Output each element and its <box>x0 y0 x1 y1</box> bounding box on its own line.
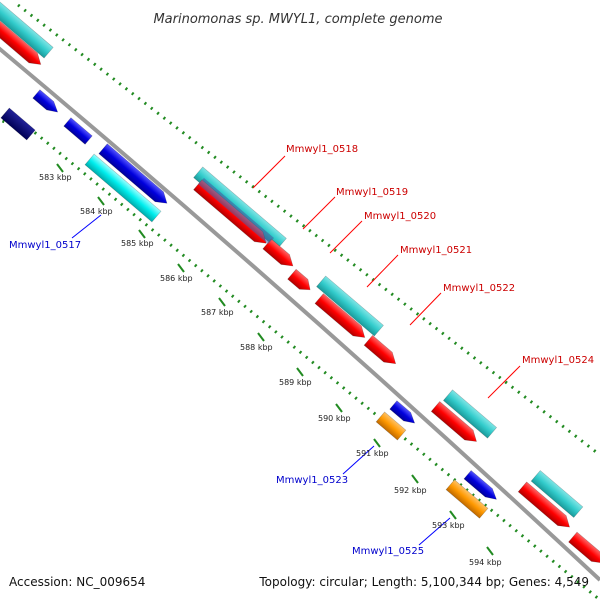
leader-line <box>418 517 451 546</box>
forward-gene-feature[interactable] <box>316 275 384 337</box>
tick-label: 594 kbp <box>469 558 502 567</box>
tick-mark <box>97 196 105 206</box>
gene-label-forward[interactable]: Mmwyl1_0522 <box>443 283 515 294</box>
forward-cds-arrow[interactable] <box>193 179 271 248</box>
reverse-gene-feature[interactable] <box>84 153 162 223</box>
reverse-cds-feature[interactable] <box>0 107 36 141</box>
tick-mark <box>335 403 343 413</box>
forward-cds-arrow-shape <box>314 293 366 338</box>
forward-gene-feature[interactable] <box>530 470 584 518</box>
forward-gene-feature[interactable] <box>442 389 498 439</box>
gene-label-forward[interactable]: Mmwyl1_0521 <box>400 245 472 256</box>
forward-cds-arrow-shape <box>262 238 294 267</box>
tick-mark <box>257 332 265 342</box>
reverse-cds-feature-shape <box>63 117 93 145</box>
tick-label: 590 kbp <box>318 414 351 423</box>
reverse-cds-feature-shape <box>0 107 36 141</box>
forward-cds-arrow-shape <box>568 531 600 564</box>
reverse-orange-feature-shape <box>445 479 489 519</box>
tick-mark <box>138 229 146 239</box>
forward-gene-feature-shape <box>0 1 54 59</box>
topology-text: Topology: circular; Length: 5,100,344 bp… <box>258 575 589 589</box>
leader-line <box>329 220 363 254</box>
tick-label: 588 kbp <box>240 343 273 352</box>
tick-label: 589 kbp <box>279 378 312 387</box>
reverse-cds-arrow[interactable] <box>389 400 418 428</box>
reverse-cds-arrow-shape <box>463 470 497 500</box>
reverse-cds-arrow-shape <box>389 400 416 424</box>
forward-gene-feature-shape <box>316 275 384 337</box>
reverse-orange-feature[interactable] <box>445 479 489 519</box>
leader-line <box>487 365 521 399</box>
feature-layer <box>0 1 600 568</box>
gene-label-reverse[interactable]: Mmwyl1_0523 <box>276 475 348 486</box>
reverse-cds-arrow[interactable] <box>98 143 171 208</box>
tick-mark <box>486 546 494 556</box>
label-leader-lines <box>71 155 521 546</box>
leader-line <box>71 214 102 239</box>
forward-cds-arrow[interactable] <box>0 20 45 70</box>
tick-mark <box>56 163 64 173</box>
reverse-orange-feature-shape <box>375 411 407 441</box>
tick-mark <box>218 297 226 307</box>
reverse-gene-feature-shape <box>84 153 162 223</box>
leader-line <box>252 155 286 189</box>
overlap-feature <box>198 178 274 244</box>
leader-line <box>302 196 336 230</box>
reverse-cds-arrow-shape <box>98 143 168 204</box>
reverse-cds-feature[interactable] <box>63 117 93 145</box>
tick-label: 586 kbp <box>160 274 193 283</box>
forward-cds-arrow-shape <box>363 334 397 365</box>
tick-mark <box>296 367 304 377</box>
tick-label: 593 kbp <box>432 521 465 530</box>
reverse-cds-arrow[interactable] <box>463 470 500 503</box>
tick-label: 584 kbp <box>80 207 113 216</box>
gene-label-forward[interactable]: Mmwyl1_0520 <box>364 211 436 222</box>
forward-gene-feature-shape <box>442 389 498 439</box>
tick-label: 587 kbp <box>201 308 234 317</box>
tick-mark <box>177 263 185 273</box>
forward-gene-feature-shape <box>530 470 584 518</box>
accession-text: Accession: NC_009654 <box>9 575 145 589</box>
forward-cds-arrow[interactable] <box>287 268 315 294</box>
forward-cds-arrow[interactable] <box>314 293 369 343</box>
reverse-orange-feature[interactable] <box>375 411 407 441</box>
gene-label-reverse[interactable]: Mmwyl1_0525 <box>352 546 424 557</box>
dotted-track-line <box>9 110 600 600</box>
tick-label: 585 kbp <box>121 239 154 248</box>
leader-line <box>342 445 375 475</box>
forward-cds-arrow-shape <box>430 401 477 442</box>
reverse-cds-arrow-shape <box>32 89 59 113</box>
leader-line <box>366 254 399 288</box>
forward-cds-arrow-shape <box>287 268 311 291</box>
dotted-track-line <box>17 3 600 457</box>
gene-label-forward[interactable]: Mmwyl1_0524 <box>522 355 594 366</box>
map-title: Marinomonas sp. MWYL1, complete genome <box>153 12 442 27</box>
genome-backbone <box>0 46 600 582</box>
gene-label-forward[interactable]: Mmwyl1_0518 <box>286 144 358 155</box>
tick-mark <box>373 438 381 448</box>
tick-label: 583 kbp <box>39 173 72 182</box>
forward-cds-arrow[interactable] <box>363 334 400 368</box>
forward-gene-feature[interactable] <box>0 1 54 59</box>
forward-cds-arrow-shape <box>0 20 42 65</box>
forward-cds-arrow[interactable] <box>430 401 481 447</box>
gene-label-forward[interactable]: Mmwyl1_0519 <box>336 187 408 198</box>
tick-label: 592 kbp <box>394 486 427 495</box>
gene-labels: Mmwyl1_0518 Mmwyl1_0519 Mmwyl1_0520 Mmwy… <box>9 144 594 557</box>
forward-cds-arrow-shape <box>517 481 570 528</box>
tick-labels: 583 kbp 584 kbp 585 kbp 586 kbp 587 kbp … <box>39 173 502 567</box>
tick-mark <box>449 510 457 520</box>
tick-mark <box>411 474 419 484</box>
reverse-cds-arrow[interactable] <box>32 89 61 117</box>
forward-cds-arrow-shape <box>193 179 267 244</box>
leader-line <box>409 292 442 326</box>
tick-label: 591 kbp <box>356 449 389 458</box>
dotted-tracks <box>0 3 600 600</box>
forward-cds-arrow[interactable] <box>568 531 600 568</box>
forward-cds-arrow[interactable] <box>262 238 297 271</box>
gene-label-reverse[interactable]: Mmwyl1_0517 <box>9 240 81 251</box>
forward-cds-arrow[interactable] <box>517 481 574 532</box>
